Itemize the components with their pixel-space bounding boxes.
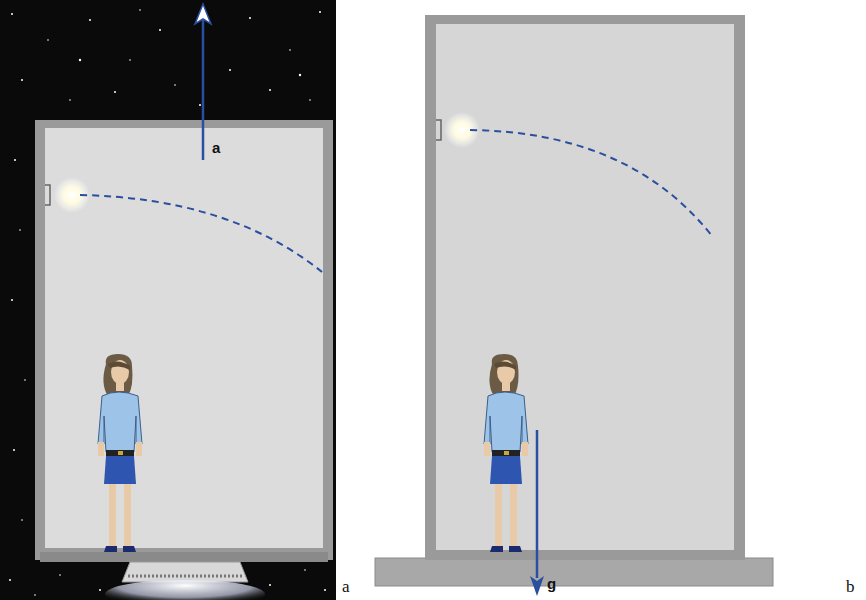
gravity-label: g bbox=[547, 576, 556, 591]
panel-letter: a bbox=[342, 578, 350, 595]
panel-letter: b bbox=[846, 578, 855, 595]
acceleration-label: a bbox=[212, 140, 220, 155]
